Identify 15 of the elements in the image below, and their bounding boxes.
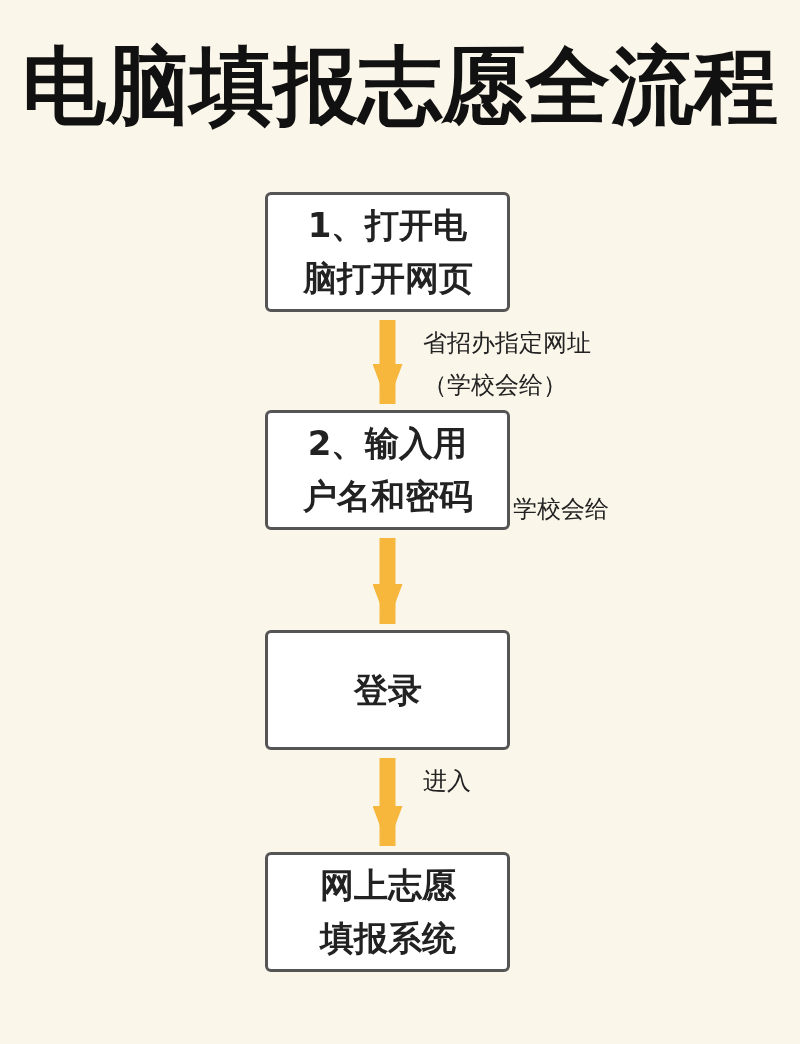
side-note: 学校会给: [513, 494, 609, 525]
edge-label: 省招办指定网址（学校会给）: [422, 328, 592, 401]
arrow: [372, 538, 403, 624]
process-box: [265, 852, 510, 972]
process-box: [265, 192, 510, 312]
process-box: [265, 410, 510, 530]
box-text: 1、打开电脑打开网页: [301, 204, 474, 300]
box-text: 网上志愿填报系统: [318, 864, 457, 960]
arrow: [372, 320, 403, 404]
box-text: 登录: [352, 668, 423, 712]
arrow: [372, 758, 403, 846]
title: 电脑填报志愿全流程: [21, 40, 779, 133]
edge-label: 进入: [422, 766, 472, 797]
process-box: [265, 630, 510, 750]
box-text: 2、输入用户名和密码: [301, 422, 474, 518]
